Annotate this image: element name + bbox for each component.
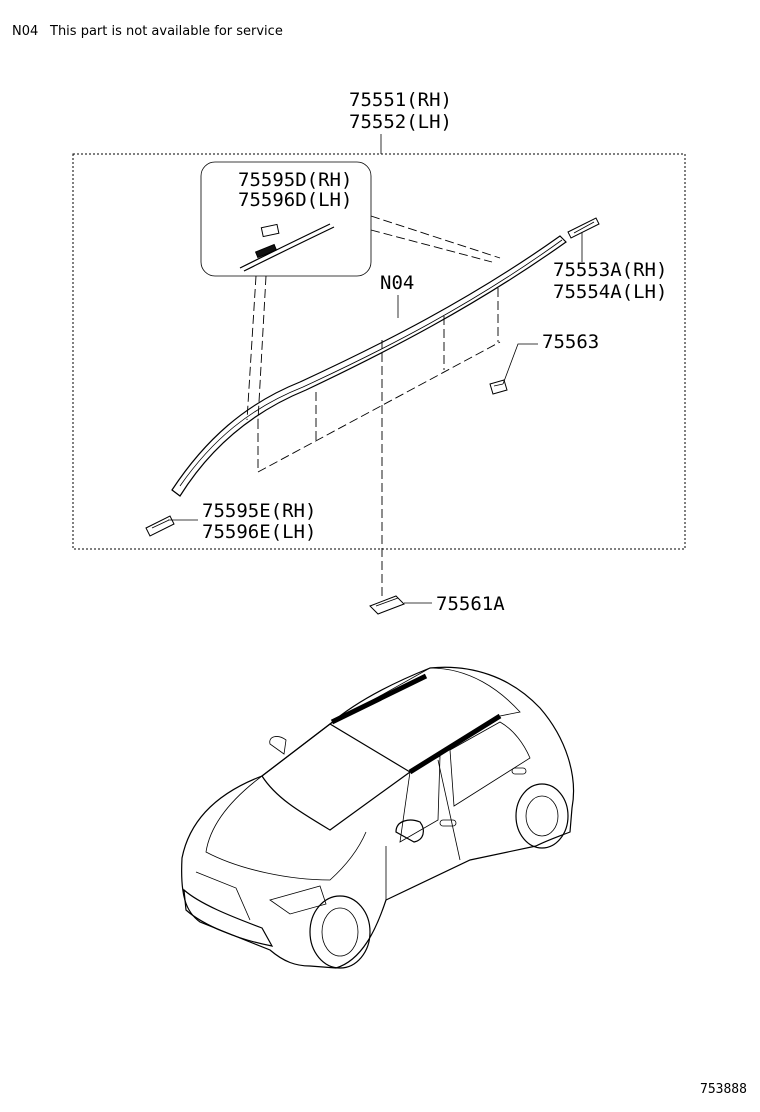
note-code: N04 bbox=[12, 24, 38, 39]
note-text: This part is not available for service bbox=[49, 24, 283, 39]
label-75596d-lh: 75596D(LH) bbox=[238, 189, 352, 211]
end-cap-75553a bbox=[567, 217, 600, 239]
dash-callout-bottom bbox=[370, 229, 493, 263]
label-75596e-lh: 75596E(LH) bbox=[202, 521, 316, 543]
label-n04: N04 bbox=[380, 272, 414, 294]
label-75554a-lh: 75554A(LH) bbox=[553, 281, 667, 303]
label-75551-rh: 75551(RH) bbox=[349, 89, 452, 111]
dash-plane-bottom bbox=[257, 341, 501, 473]
clip-75595d-detail bbox=[239, 223, 335, 272]
label-75553a-rh: 75553A(RH) bbox=[553, 259, 667, 281]
clip-75563 bbox=[489, 379, 508, 395]
dash-callout-left-b bbox=[257, 275, 267, 421]
leader-75563 bbox=[502, 343, 538, 385]
figure-number: 753888 bbox=[700, 1082, 747, 1097]
dash-callout-top bbox=[370, 215, 501, 259]
roof-molding bbox=[171, 235, 567, 497]
label-75563: 75563 bbox=[542, 331, 599, 353]
detail-callout-box bbox=[200, 161, 372, 277]
label-75561a: 75561A bbox=[436, 593, 505, 615]
label-75595d-rh: 75595D(RH) bbox=[238, 169, 352, 191]
end-cap-75595e bbox=[145, 515, 175, 537]
label-75552-lh: 75552(LH) bbox=[349, 111, 452, 133]
label-75595e-rh: 75595E(RH) bbox=[202, 500, 316, 522]
vehicle-locator-illustration bbox=[181, 666, 575, 969]
assembly-group-box bbox=[72, 153, 686, 550]
clip-75561a bbox=[369, 595, 405, 615]
dash-callout-left-a bbox=[246, 275, 257, 421]
